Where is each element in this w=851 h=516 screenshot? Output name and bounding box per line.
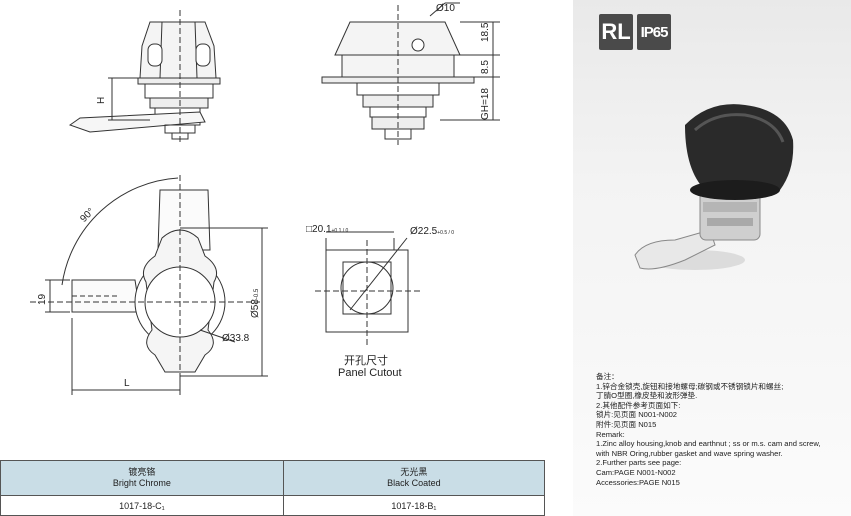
dim-diameter-10: Ø10 <box>436 3 455 14</box>
ip65-badge: IP65 <box>637 14 671 50</box>
dim-8-5: 8.5 <box>480 60 491 74</box>
remark-line: 2.Further parts see page: <box>596 458 682 468</box>
table-row: 1017-18-C₁ 1017-18-B₁ <box>0 495 546 516</box>
top-view <box>30 175 268 395</box>
panel-cutout-drawing <box>315 231 420 345</box>
header-en: Bright Chrome <box>112 478 171 488</box>
dim-gh: GH=18 <box>480 88 491 120</box>
product-photo <box>634 104 794 270</box>
dim-diameter-33-8: Ø33.8 <box>222 333 250 344</box>
remark-line: 附件:见页面 N015 <box>596 419 657 429</box>
header-cn: 无光黑 <box>400 467 428 477</box>
finish-table: 镀亮铬 Bright Chrome 无光黑 Black Coated 1017-… <box>0 460 546 516</box>
dim-diameter-58: Ø58-0.5 <box>250 289 261 318</box>
code-black-coated: 1017-18-B₁ <box>282 495 546 516</box>
remark-line: 1.锌合金锁壳,旋钮和接地螺母;碳钢或不锈钢锁片和螺丝; <box>596 381 784 391</box>
header-cn: 镀亮铬 <box>128 467 156 477</box>
remark-line: with NBR Oring,rubber gasket and wave sp… <box>596 448 783 458</box>
dim-diameter-58-value: Ø58 <box>250 299 261 318</box>
remark-line: Remark: <box>596 429 625 439</box>
panel-cutout-label-en: Panel Cutout <box>338 367 402 379</box>
technical-drawing <box>30 2 500 395</box>
dim-h: H <box>96 96 107 104</box>
front-view <box>68 10 221 145</box>
dim-square-value: □20.1 <box>306 224 332 235</box>
dim-diameter-22-5-value: Ø22.5 <box>410 226 438 237</box>
remark-line: 锁片:见页面 N001-N002 <box>596 410 678 420</box>
remark-line: 备注： <box>596 372 619 381</box>
table-header-row: 镀亮铬 Bright Chrome 无光黑 Black Coated <box>0 460 546 496</box>
panel-cutout-label-cn: 开孔尺寸 <box>344 355 388 367</box>
code-bright-chrome: 1017-18-C₁ <box>0 495 284 516</box>
dim-19: 19 <box>37 293 48 305</box>
dim-diameter-58-tolerance: -0.5 <box>254 288 260 300</box>
remark-line: 丁腈O型圈,橡皮垫和波形弹垫. <box>596 391 698 401</box>
remark-line: 1.Zinc alloy housing,knob and earthnut ;… <box>596 439 821 449</box>
side-view <box>321 2 500 145</box>
dim-square-20-1: □20.1+0.1 / 0 <box>306 224 348 235</box>
header-bright-chrome: 镀亮铬 Bright Chrome <box>0 460 284 496</box>
remark-line: 2.其他配件参考页面如下: <box>596 400 681 410</box>
remarks-block: 备注： 1.锌合金锁壳,旋钮和接地螺母;碳钢或不锈钢锁片和螺丝; 丁腈O型圈,橡… <box>596 372 846 487</box>
header-black-coated: 无光黑 Black Coated <box>282 460 546 496</box>
dim-square-tolerance: +0.1 / 0 <box>331 228 349 234</box>
remark-line: Cam:PAGE N001-N002 <box>596 467 676 477</box>
dim-diameter-22-5: Ø22.5+0.5 / 0 <box>410 226 454 237</box>
rl-badge: RL <box>599 14 633 50</box>
remark-line: Accessories:PAGE N015 <box>596 477 680 487</box>
header-en: Black Coated <box>387 478 441 488</box>
dim-18-5: 18.5 <box>480 22 491 42</box>
dim-diameter-22-5-tolerance: +0.5 / 0 <box>437 230 455 236</box>
dim-l: L <box>124 378 130 389</box>
